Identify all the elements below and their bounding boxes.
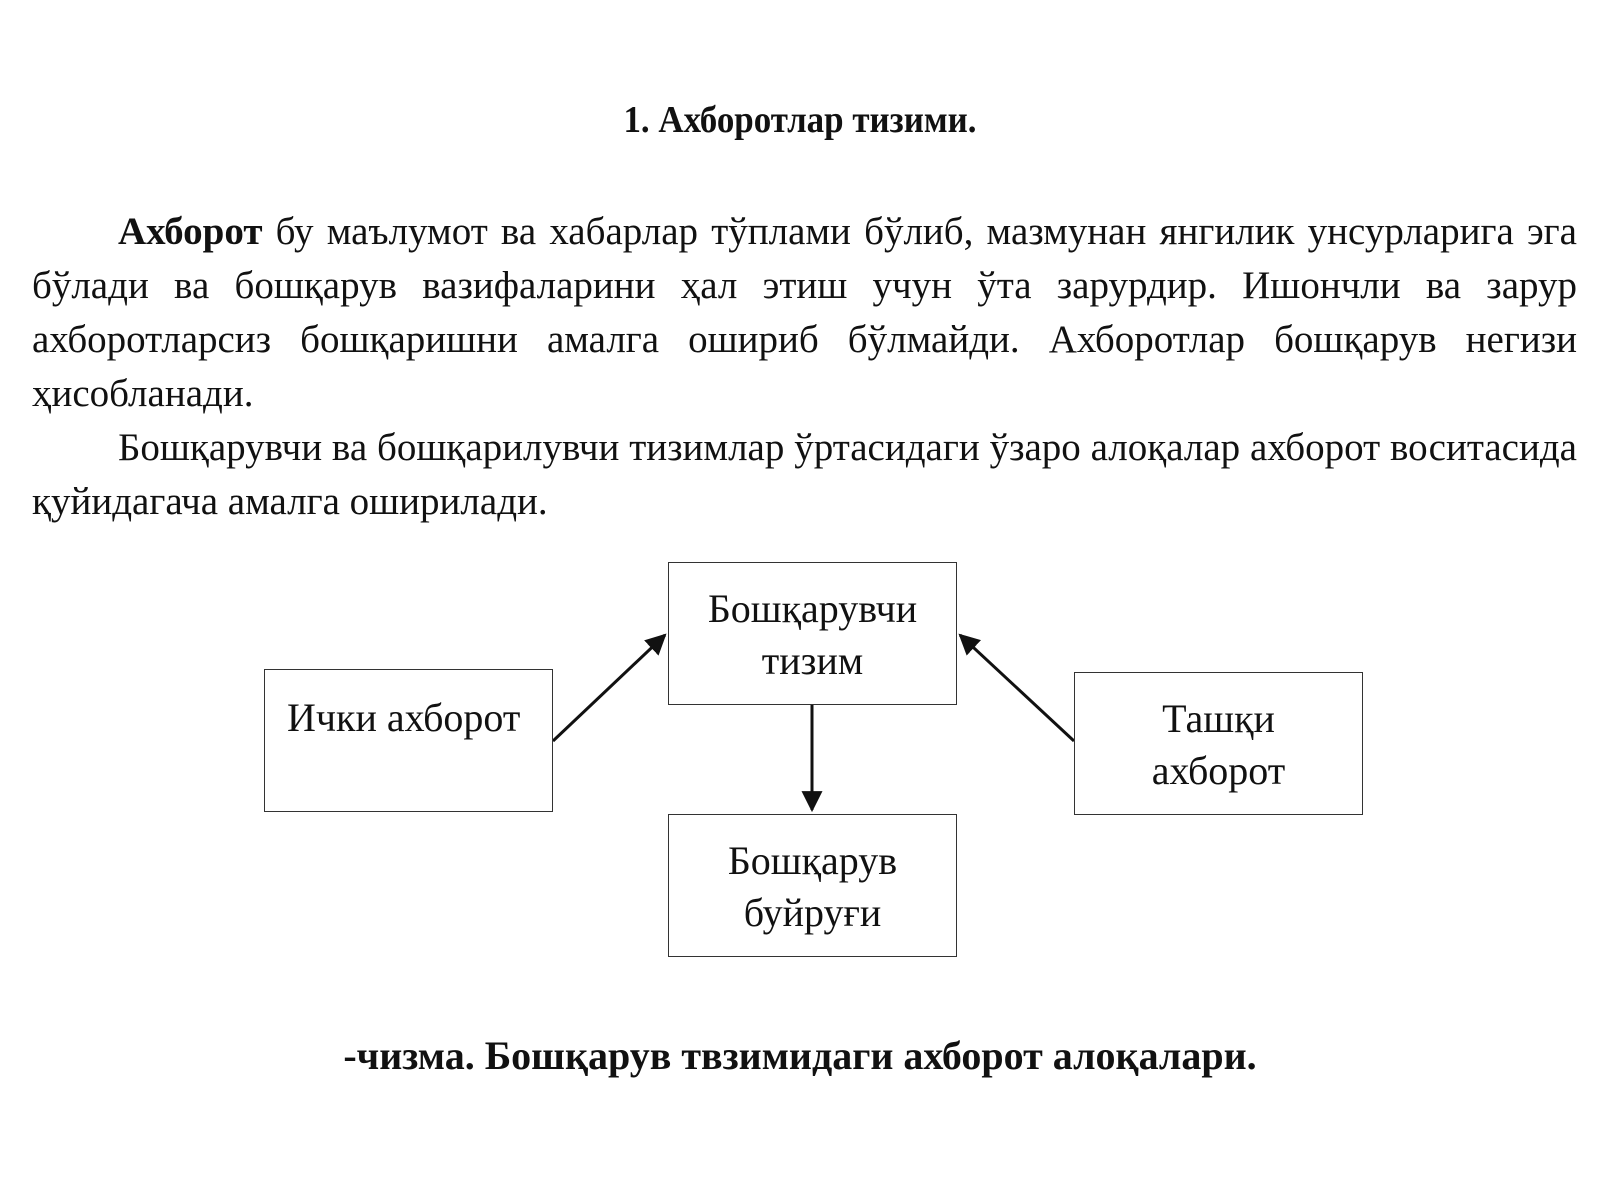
term-bold: Ахборот (118, 210, 263, 253)
external-info-box: Ташқи ахборот (1074, 672, 1363, 815)
paragraph-2: Бошқарувчи ва бошқарилувчи тизимлар ўрта… (32, 426, 1577, 523)
internal-info-box: Ички ахборот (264, 669, 553, 812)
control-command-box: Бошқарув буйруғи (668, 814, 957, 957)
section-heading: 1. Ахборотлар тизими. (623, 99, 977, 141)
control-system-line2: тизим (761, 638, 864, 683)
control-command-line1: Бошқарув (727, 838, 898, 883)
external-info-line2: ахборот (1151, 748, 1286, 793)
body-text: Ахборот бу маълумот ва хабарлар тўплами … (32, 205, 1577, 529)
figure-caption: -чизма. Бошқарув твзимидаги ахборот алоқ… (343, 1033, 1257, 1078)
control-system-line1: Бошқарувчи (707, 586, 918, 631)
paragraph-1: Ахборот бу маълумот ва хабарлар тўплами … (32, 205, 1577, 421)
arrow-external-to-control (958, 633, 1076, 743)
control-command-line2: буйруғи (743, 890, 882, 935)
paragraph-1-text: бу маълумот ва хабарлар тўплами бўлиб, м… (32, 210, 1577, 415)
internal-info-label: Ички ахборот (287, 695, 521, 740)
arrow-internal-to-control (551, 633, 667, 743)
control-system-box: Бошқарувчи тизим (668, 562, 957, 705)
external-info-line1: Ташқи (1162, 696, 1275, 741)
